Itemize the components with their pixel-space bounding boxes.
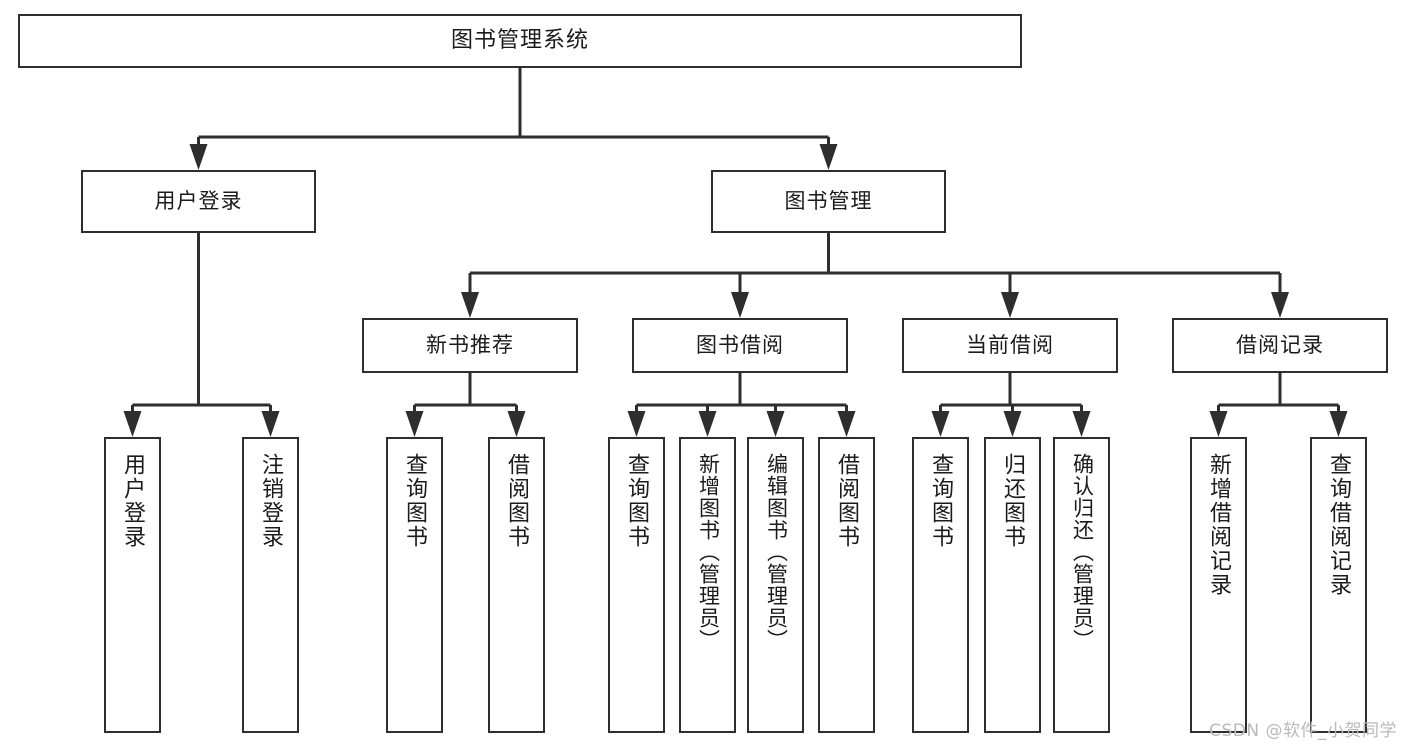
node-label: 图书管理 [784, 188, 873, 213]
node-book-borrow[interactable]: 图书借阅 [632, 318, 848, 373]
node-leaf-query-book-2[interactable]: 查询图书 [608, 437, 665, 733]
node-label: 用户登录 [154, 188, 243, 213]
node-book-manage[interactable]: 图书管理 [711, 170, 946, 233]
node-label: 借阅图书 [834, 453, 860, 549]
node-label: 注销登录 [258, 453, 284, 549]
node-leaf-add-record[interactable]: 新增借阅记录 [1190, 437, 1247, 733]
node-label: 确认归还（管理员） [1070, 453, 1095, 651]
node-label: 图书借阅 [696, 332, 784, 357]
node-label: 查询图书 [402, 453, 428, 549]
node-label: 查询图书 [624, 453, 650, 549]
node-label: 新增借阅记录 [1206, 453, 1232, 597]
node-user-login[interactable]: 用户登录 [81, 170, 316, 233]
node-leaf-borrow-book-2[interactable]: 借阅图书 [818, 437, 875, 733]
node-leaf-user-logout[interactable]: 注销登录 [242, 437, 299, 733]
node-leaf-query-book-1[interactable]: 查询图书 [386, 437, 443, 733]
node-leaf-confirm-return[interactable]: 确认归还（管理员） [1053, 437, 1110, 733]
node-leaf-return-book[interactable]: 归还图书 [984, 437, 1041, 733]
node-label: 借阅图书 [504, 453, 530, 549]
node-label: 图书管理系统 [450, 27, 589, 53]
node-root[interactable]: 图书管理系统 [18, 14, 1022, 68]
node-label: 新书推荐 [426, 332, 514, 357]
node-leaf-borrow-book-1[interactable]: 借阅图书 [488, 437, 545, 733]
node-new-book-recommend[interactable]: 新书推荐 [362, 318, 578, 373]
watermark: CSDN @软件_小贺同学 [1209, 721, 1397, 741]
node-leaf-edit-book[interactable]: 编辑图书（管理员） [747, 437, 804, 733]
node-label: 借阅记录 [1236, 332, 1324, 357]
node-label: 查询图书 [928, 453, 954, 549]
node-leaf-add-book[interactable]: 新增图书（管理员） [679, 437, 736, 733]
node-label: 新增图书（管理员） [696, 453, 721, 651]
node-current-borrow[interactable]: 当前借阅 [902, 318, 1118, 373]
node-leaf-query-record[interactable]: 查询借阅记录 [1310, 437, 1367, 733]
node-label: 编辑图书（管理员） [764, 453, 789, 651]
node-leaf-user-login[interactable]: 用户登录 [104, 437, 161, 733]
node-label: 用户登录 [120, 453, 146, 549]
node-label: 查询借阅记录 [1326, 453, 1352, 597]
node-leaf-query-book-3[interactable]: 查询图书 [912, 437, 969, 733]
node-label: 归还图书 [1000, 453, 1026, 549]
node-borrow-record[interactable]: 借阅记录 [1172, 318, 1388, 373]
node-label: 当前借阅 [966, 332, 1054, 357]
